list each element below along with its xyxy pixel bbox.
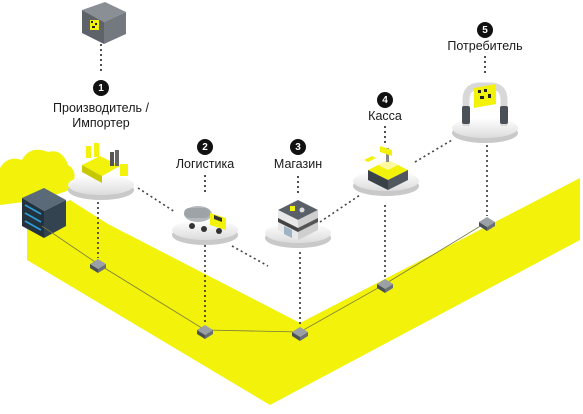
stage-3-number-badge: 3 — [290, 139, 306, 155]
network-nodes — [90, 217, 495, 341]
droplines — [97, 145, 488, 326]
stage-1-number-badge: 1 — [93, 80, 109, 96]
stage-5-number-badge: 5 — [477, 22, 493, 38]
platform-band — [27, 178, 580, 405]
stage-5-platform — [452, 82, 518, 143]
box-with-datamatrix-icon — [82, 2, 126, 44]
network-node-icon — [292, 327, 308, 341]
stage-1-label: Производитель / Импортер — [51, 101, 151, 131]
network-node-icon — [377, 279, 393, 293]
label-leaders — [100, 44, 486, 194]
cloud-icon — [0, 149, 75, 205]
stage-2-platform — [172, 206, 238, 245]
stage-5-label: Потребитель — [447, 39, 523, 53]
stage-3-platform — [265, 200, 331, 248]
network-node-icon — [479, 217, 495, 231]
stage-4-platform — [353, 146, 419, 196]
flow-connectors — [137, 139, 453, 267]
phone-scan-icon — [462, 82, 508, 126]
truck-icon — [184, 206, 226, 234]
stage-2-label: Логистика — [175, 157, 235, 171]
stage-4-number-badge: 4 — [377, 92, 393, 108]
stage-1-label-line1: Производитель / — [53, 101, 149, 115]
cash-register-icon — [364, 146, 408, 190]
stage-1-platform — [68, 143, 134, 200]
stage-3-label: Магазин — [273, 157, 323, 171]
store-icon — [278, 200, 318, 240]
stage-1-label-line2: Импортер — [72, 116, 130, 130]
network-node-icon — [197, 325, 213, 339]
stage-4-label: Касса — [368, 109, 402, 123]
factory-icon — [82, 143, 128, 183]
network-node-icon — [90, 259, 106, 273]
stage-2-number-badge: 2 — [197, 139, 213, 155]
network-line — [41, 221, 488, 333]
server-rack-icon — [22, 188, 66, 238]
